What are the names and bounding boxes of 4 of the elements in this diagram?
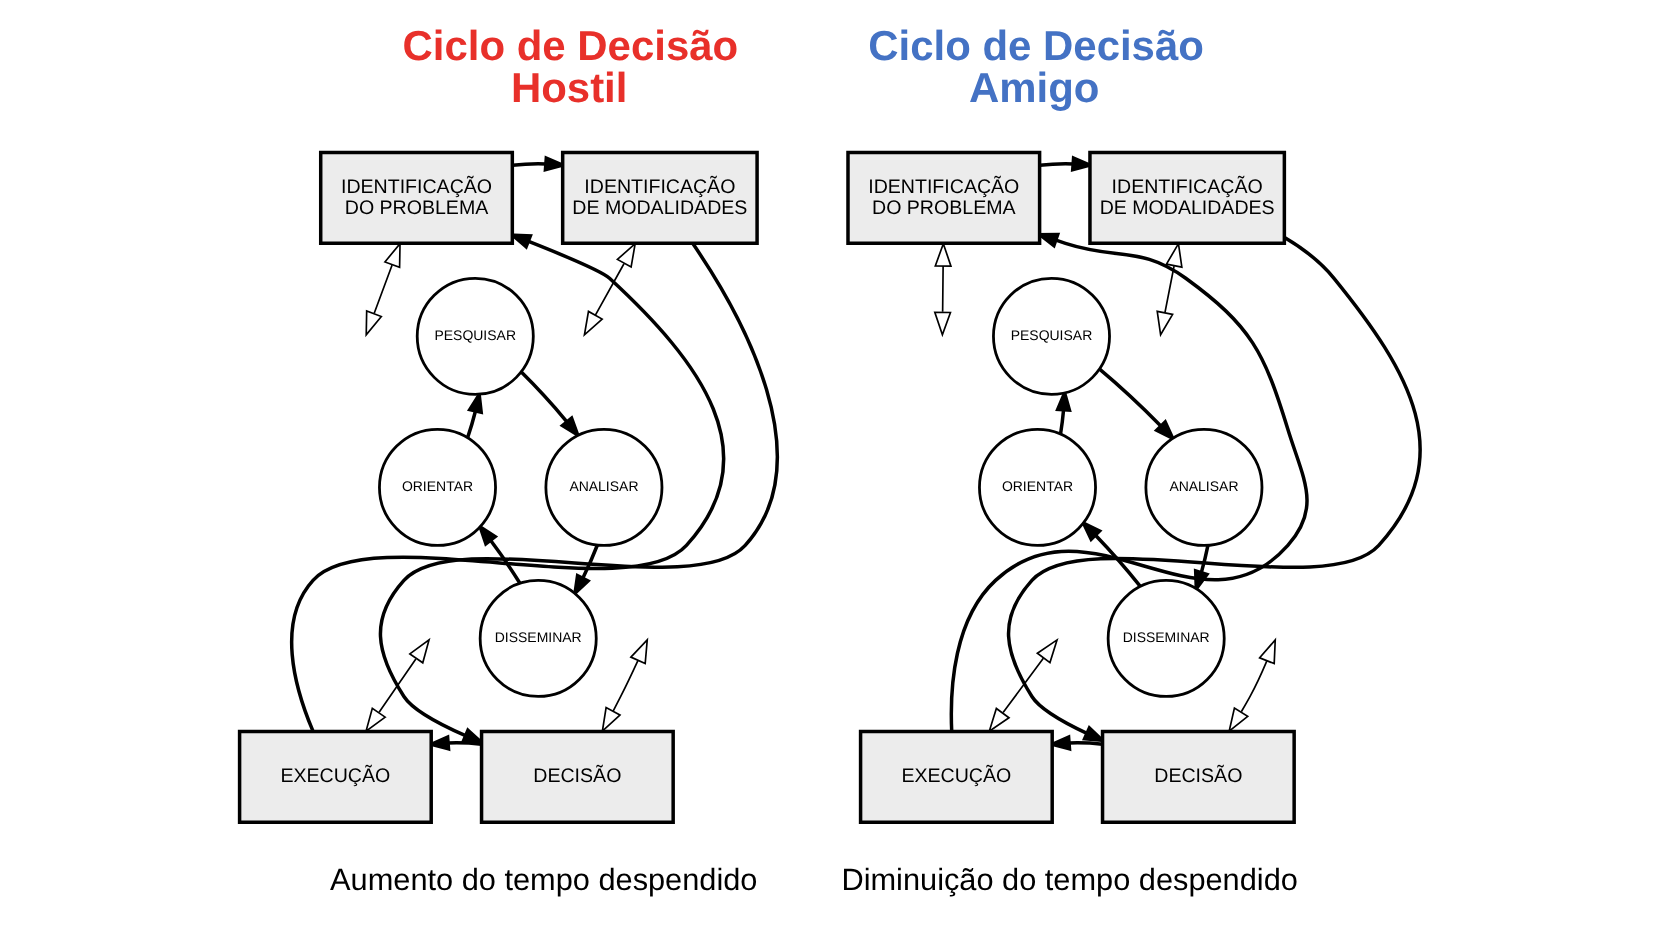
label: Ciclo de Decisão Hostil [402, 24, 739, 113]
label: Diminuição do tempo despendido [841, 864, 1298, 899]
label: Ciclo de Decisão Amigo [868, 24, 1204, 113]
label: Aumento do tempo despendido [330, 864, 758, 899]
